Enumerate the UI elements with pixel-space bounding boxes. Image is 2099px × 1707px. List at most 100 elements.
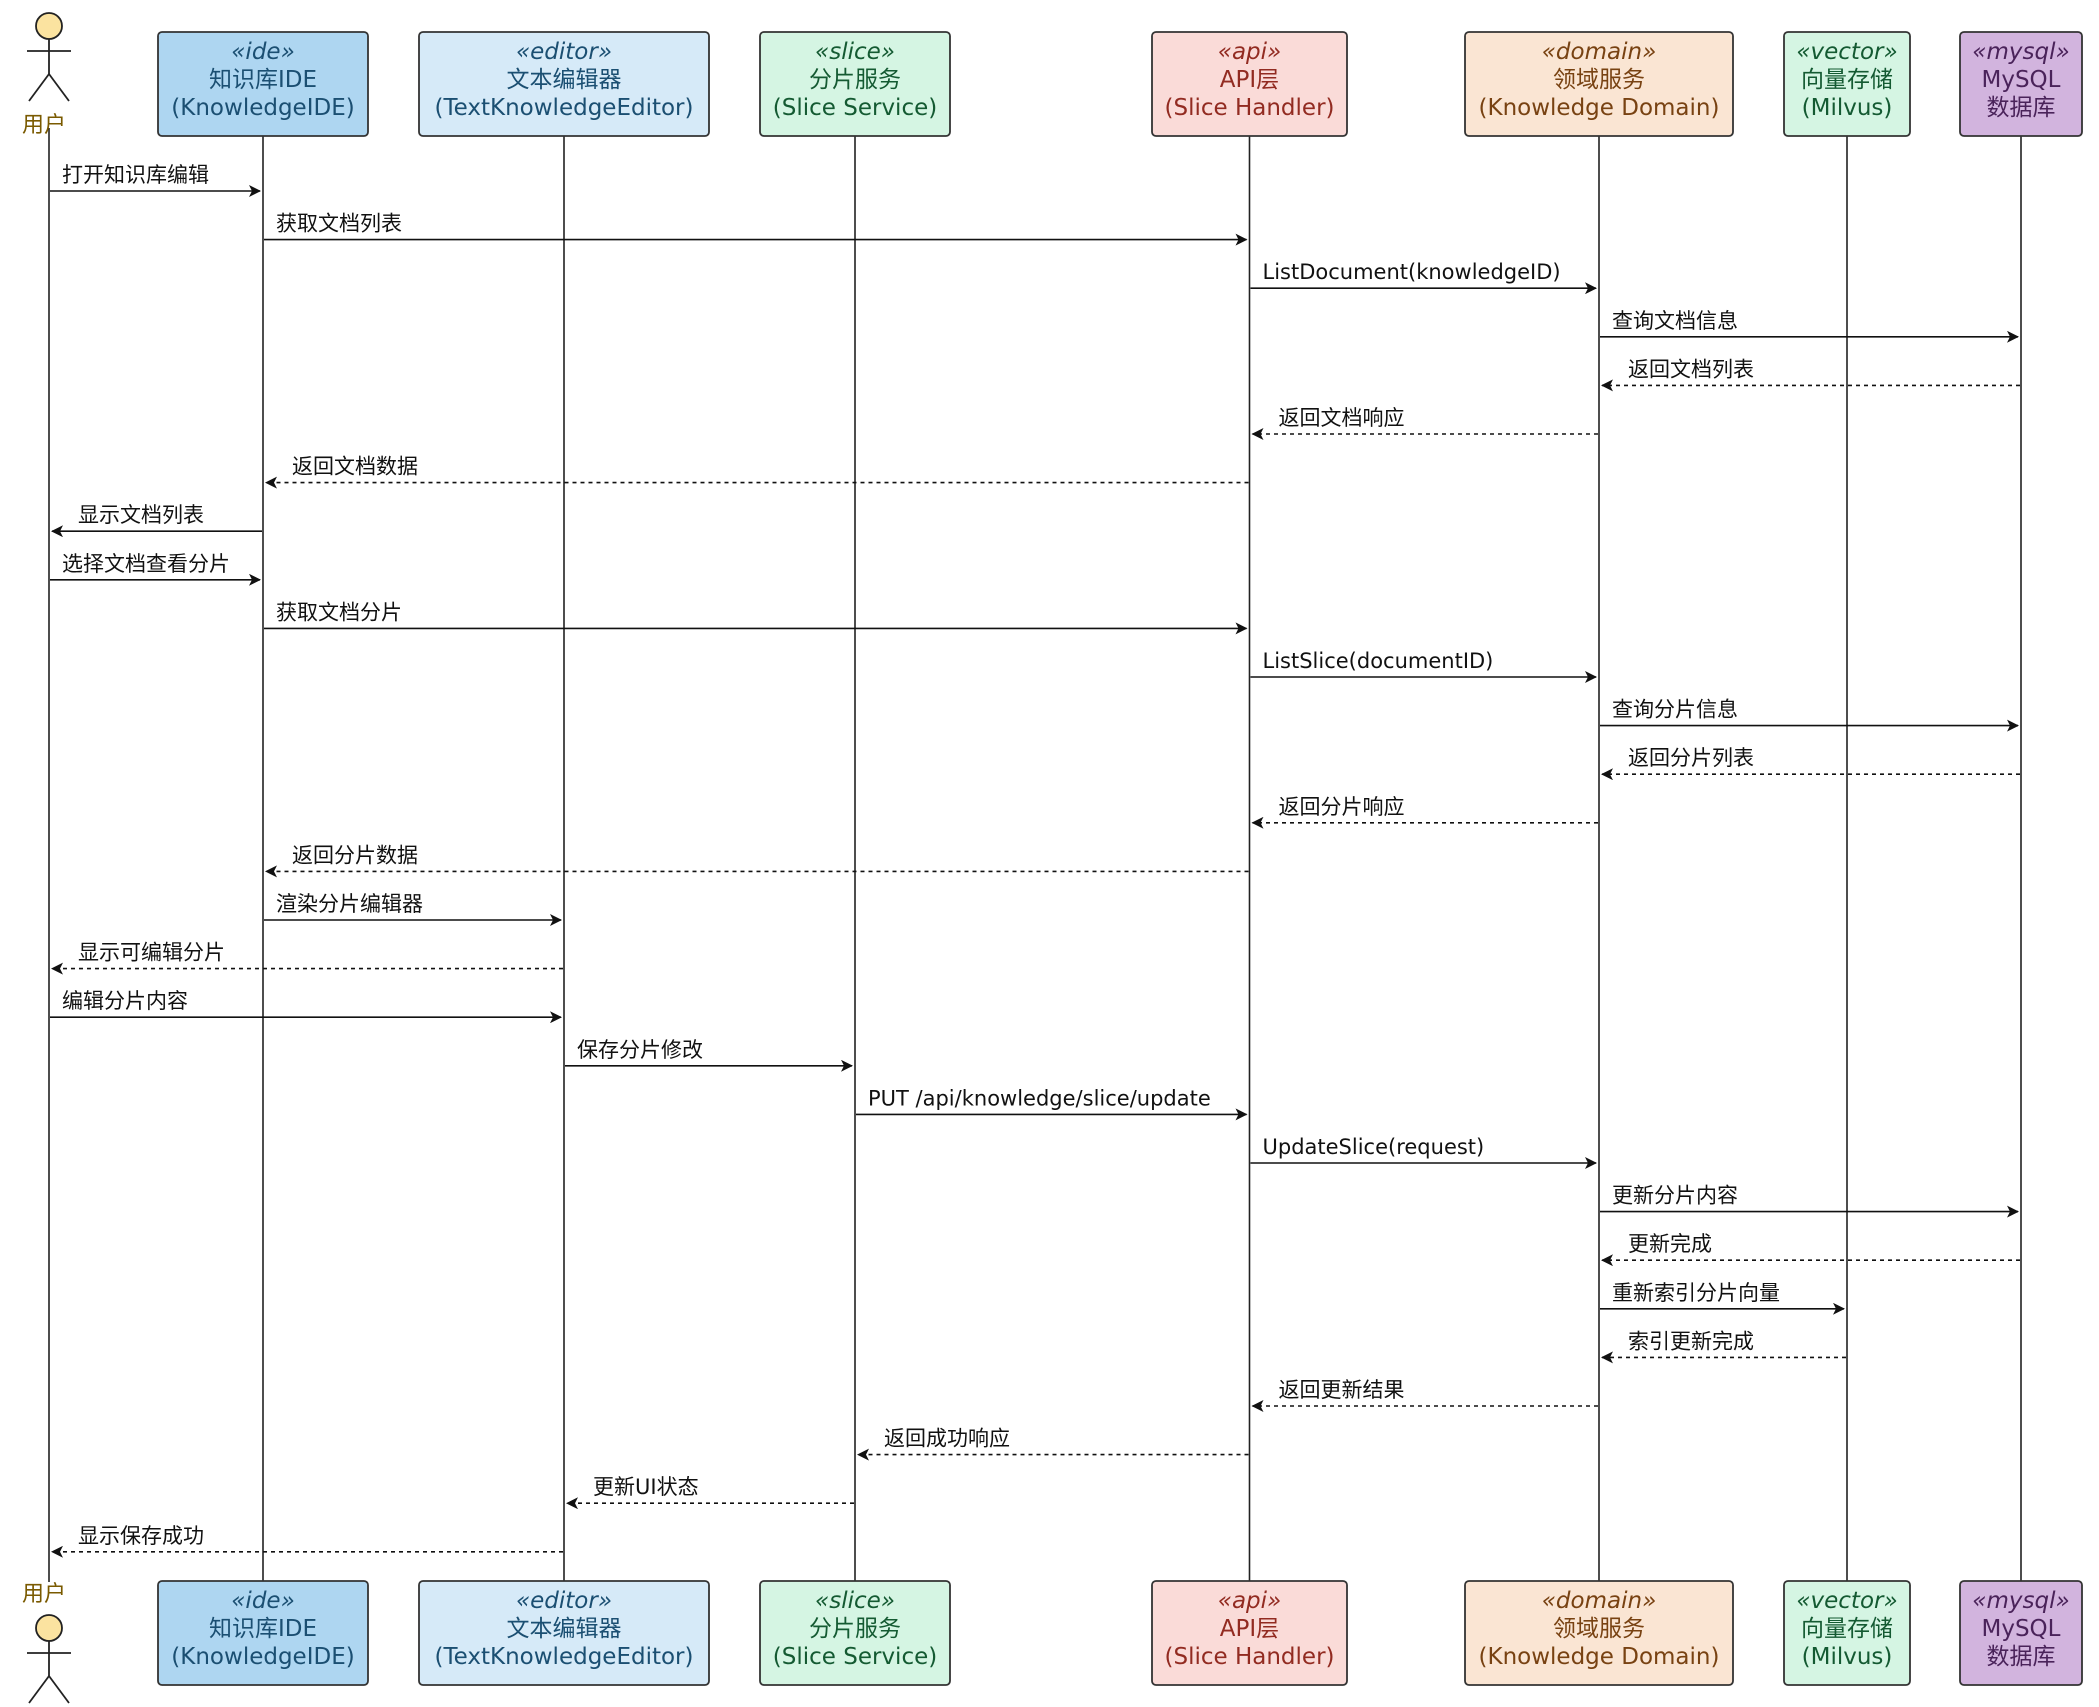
message-label: ListDocument(knowledgeID) bbox=[1263, 260, 1561, 284]
participant-name: 知识库IDE bbox=[209, 67, 317, 93]
message-29: 显示保存成功 bbox=[51, 1524, 563, 1558]
message-label: 查询分片信息 bbox=[1612, 698, 1738, 722]
message-15: 返回分片数据 bbox=[265, 843, 1249, 878]
message-24: 重新索引分片向量 bbox=[1600, 1281, 1845, 1315]
participant-vector-top: «vector»向量存储(Milvus) bbox=[1783, 31, 1911, 137]
message-16: 渲染分片编辑器 bbox=[264, 892, 562, 926]
message-label: 保存分片修改 bbox=[577, 1038, 703, 1062]
message-13: 返回分片列表 bbox=[1601, 746, 2020, 781]
participant-subtitle: 数据库 bbox=[1987, 1644, 2056, 1670]
message-label: 获取文档列表 bbox=[276, 212, 402, 236]
participant-box bbox=[418, 31, 710, 137]
participant-domain-top: «domain»领域服务(Knowledge Domain) bbox=[1464, 31, 1734, 137]
participant-subtitle: 数据库 bbox=[1987, 95, 2056, 121]
participant-name: API层 bbox=[1220, 1616, 1279, 1642]
participant-slice-top: «slice»分片服务(Slice Service) bbox=[759, 31, 951, 137]
actor-figure-icon bbox=[27, 12, 71, 102]
message-18: 编辑分片内容 bbox=[50, 989, 562, 1024]
message-label: 渲染分片编辑器 bbox=[276, 892, 423, 916]
participant-stereotype: «editor» bbox=[516, 1588, 612, 1614]
message-4: 查询文档信息 bbox=[1600, 309, 2019, 343]
participant-box bbox=[1783, 31, 1911, 137]
message-label: ListSlice(documentID) bbox=[1263, 649, 1494, 673]
participant-name: 知识库IDE bbox=[209, 1616, 317, 1642]
message-label: 返回更新结果 bbox=[1279, 1378, 1405, 1402]
participant-stereotype: «api» bbox=[1218, 1588, 1281, 1614]
participant-stereotype: «api» bbox=[1218, 39, 1281, 65]
participant-box bbox=[157, 1580, 369, 1686]
actor-label: 用户 bbox=[22, 1582, 66, 1607]
message-25: 索引更新完成 bbox=[1601, 1329, 1846, 1364]
participant-stereotype: «mysql» bbox=[1972, 39, 2069, 65]
participant-name: 分片服务 bbox=[809, 1616, 901, 1642]
message-14: 返回分片响应 bbox=[1251, 795, 1598, 829]
message-17: 显示可编辑分片 bbox=[51, 941, 563, 975]
message-label: 返回分片数据 bbox=[292, 843, 418, 867]
participant-name: 向量存储 bbox=[1801, 1616, 1893, 1642]
participant-slice-bottom: «slice»分片服务(Slice Service) bbox=[759, 1580, 951, 1686]
participant-stereotype: «ide» bbox=[231, 39, 295, 65]
message-21: UpdateSlice(request) bbox=[1250, 1135, 1597, 1169]
participant-name: MySQL bbox=[1982, 1616, 2061, 1642]
message-label: 更新UI状态 bbox=[593, 1475, 699, 1499]
participant-box bbox=[157, 31, 369, 137]
message-label: 索引更新完成 bbox=[1628, 1329, 1754, 1353]
participant-name: MySQL bbox=[1982, 67, 2061, 93]
message-22: 更新分片内容 bbox=[1600, 1184, 2019, 1218]
participant-subtitle: (KnowledgeIDE) bbox=[171, 1644, 354, 1670]
participant-stereotype: «domain» bbox=[1542, 1588, 1657, 1614]
actor-figure-icon bbox=[27, 1614, 71, 1704]
message-23: 更新完成 bbox=[1601, 1232, 2020, 1267]
message-label: 编辑分片内容 bbox=[62, 989, 188, 1013]
participant-stereotype: «slice» bbox=[815, 1588, 895, 1614]
participant-box bbox=[1464, 31, 1734, 137]
participant-subtitle: (TextKnowledgeEditor) bbox=[435, 95, 694, 121]
message-5: 返回文档列表 bbox=[1601, 357, 2020, 392]
participant-name: 领域服务 bbox=[1553, 1616, 1645, 1642]
participant-box bbox=[1959, 31, 2083, 137]
participant-box bbox=[759, 1580, 951, 1686]
participant-box bbox=[1151, 31, 1348, 137]
message-28: 更新UI状态 bbox=[566, 1475, 854, 1510]
participant-ide-bottom: «ide»知识库IDE(KnowledgeIDE) bbox=[157, 1580, 369, 1686]
participant-ide-top: «ide»知识库IDE(KnowledgeIDE) bbox=[157, 31, 369, 137]
participant-name: 向量存储 bbox=[1801, 67, 1893, 93]
participant-name: 分片服务 bbox=[809, 67, 901, 93]
participant-vector-bottom: «vector»向量存储(Milvus) bbox=[1783, 1580, 1911, 1686]
message-label: 返回文档列表 bbox=[1628, 357, 1754, 381]
participant-subtitle: (Slice Handler) bbox=[1165, 1644, 1335, 1670]
message-label: 更新完成 bbox=[1628, 1232, 1712, 1256]
message-label: 返回分片列表 bbox=[1628, 746, 1754, 770]
message-label: 显示保存成功 bbox=[78, 1524, 204, 1548]
participant-editor-bottom: «editor»文本编辑器(TextKnowledgeEditor) bbox=[418, 1580, 710, 1686]
actor-label: 用户 bbox=[22, 113, 66, 138]
participant-stereotype: «ide» bbox=[231, 1588, 295, 1614]
participant-subtitle: (Milvus) bbox=[1802, 1644, 1893, 1670]
message-6: 返回文档响应 bbox=[1251, 406, 1598, 440]
participant-name: API层 bbox=[1220, 67, 1279, 93]
message-11: ListSlice(documentID) bbox=[1250, 649, 1597, 683]
participant-name: 文本编辑器 bbox=[507, 1616, 622, 1642]
message-label: 返回分片响应 bbox=[1279, 795, 1405, 819]
actor-user-top: 用户 bbox=[22, 12, 71, 138]
participant-name: 领域服务 bbox=[1553, 67, 1645, 93]
message-1: 打开知识库编辑 bbox=[50, 163, 261, 197]
participant-box bbox=[1464, 1580, 1734, 1686]
participant-stereotype: «slice» bbox=[815, 39, 895, 65]
message-label: PUT /api/knowledge/slice/update bbox=[868, 1086, 1211, 1110]
participant-subtitle: (Slice Service) bbox=[773, 95, 937, 121]
participant-api-top: «api»API层(Slice Handler) bbox=[1151, 31, 1348, 137]
participant-stereotype: «mysql» bbox=[1972, 1588, 2069, 1614]
participant-box bbox=[418, 1580, 710, 1686]
participant-domain-bottom: «domain»领域服务(Knowledge Domain) bbox=[1464, 1580, 1734, 1686]
message-label: 重新索引分片向量 bbox=[1612, 1281, 1780, 1305]
message-20: PUT /api/knowledge/slice/update bbox=[856, 1086, 1248, 1121]
participant-subtitle: (Slice Service) bbox=[773, 1644, 937, 1670]
message-label: 选择文档查看分片 bbox=[62, 552, 230, 576]
message-26: 返回更新结果 bbox=[1251, 1378, 1598, 1412]
message-3: ListDocument(knowledgeID) bbox=[1250, 260, 1597, 295]
participant-name: 文本编辑器 bbox=[507, 67, 622, 93]
message-19: 保存分片修改 bbox=[565, 1038, 853, 1072]
